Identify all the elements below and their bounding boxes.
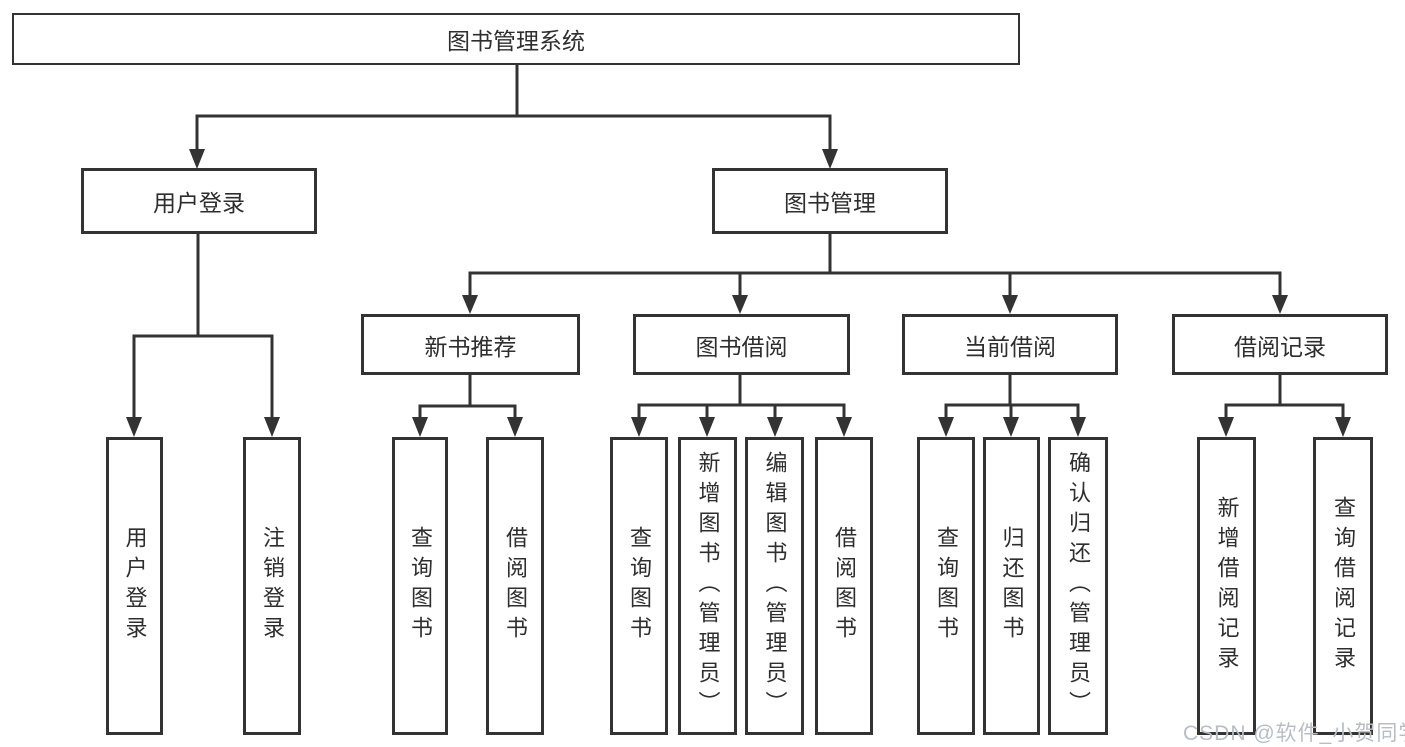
node-logout-login-label: 注销登录 [260,526,285,646]
node-book-mgmt-label: 图书管理 [784,190,876,216]
node-current-borrow: 当前借阅 [902,314,1118,375]
edges-root [189,65,838,169]
node-query-books-current: 查询图书 [917,437,975,735]
node-query-borrow-record: 查询借阅记录 [1313,437,1373,735]
watermark-text: CSDN @软件_小贺同学 [1183,722,1405,745]
node-edit-book-admin: 编辑图书（管理员） [745,437,804,735]
node-book-borrow-label: 图书借阅 [695,333,788,360]
node-borrow-record: 借阅记录 [1172,314,1388,375]
node-book-mgmt: 图书管理 [712,168,948,234]
node-borrow-books-borrow: 借阅图书 [815,437,873,735]
node-new-book-recommend: 新书推荐 [361,314,580,375]
node-new-book-recommend-label: 新书推荐 [424,333,517,360]
node-user-login-label: 用户登录 [153,190,245,216]
node-do-user-login: 用户登录 [106,437,163,735]
edges-book-mgmt [462,234,1288,314]
node-do-user-login-label: 用户登录 [122,526,148,646]
edges-new-book [412,375,523,437]
node-logout-login: 注销登录 [243,437,301,735]
node-return-book: 归还图书 [983,437,1040,735]
node-edit-book-admin-label: 编辑图书（管理员） [762,451,788,721]
node-query-books-newbook: 查询图书 [392,437,448,735]
edges-user-login [126,234,280,437]
node-confirm-return-admin: 确认归还（管理员） [1048,437,1108,735]
node-query-borrow-record-label: 查询借阅记录 [1331,496,1356,676]
edges-borrow-record [1218,375,1351,437]
node-borrow-books-newbook-label: 借阅图书 [503,526,528,646]
node-query-books-borrow: 查询图书 [610,437,668,735]
edges-current-borrow [938,375,1086,437]
node-root-label: 图书管理系统 [447,28,585,54]
node-add-borrow-record-label: 新增借阅记录 [1214,496,1240,676]
node-borrow-record-label: 借阅记录 [1234,333,1326,360]
node-query-books-newbook-label: 查询图书 [408,526,433,646]
node-book-borrow: 图书借阅 [633,314,850,375]
edges-book-borrow [631,375,852,437]
node-root: 图书管理系统 [12,13,1020,65]
node-user-login: 用户登录 [81,168,317,234]
node-borrow-books-newbook: 借阅图书 [486,437,544,735]
node-add-borrow-record: 新增借阅记录 [1197,437,1256,735]
node-current-borrow-label: 当前借阅 [964,333,1056,360]
node-add-book-admin: 新增图书（管理员） [678,437,737,735]
node-query-books-current-label: 查询图书 [934,526,959,646]
node-add-book-admin-label: 新增图书（管理员） [695,451,721,721]
node-query-books-borrow-label: 查询图书 [627,526,652,646]
node-borrow-books-borrow-label: 借阅图书 [832,526,857,646]
node-return-book-label: 归还图书 [999,526,1025,646]
node-confirm-return-admin-label: 确认归还（管理员） [1066,451,1091,721]
